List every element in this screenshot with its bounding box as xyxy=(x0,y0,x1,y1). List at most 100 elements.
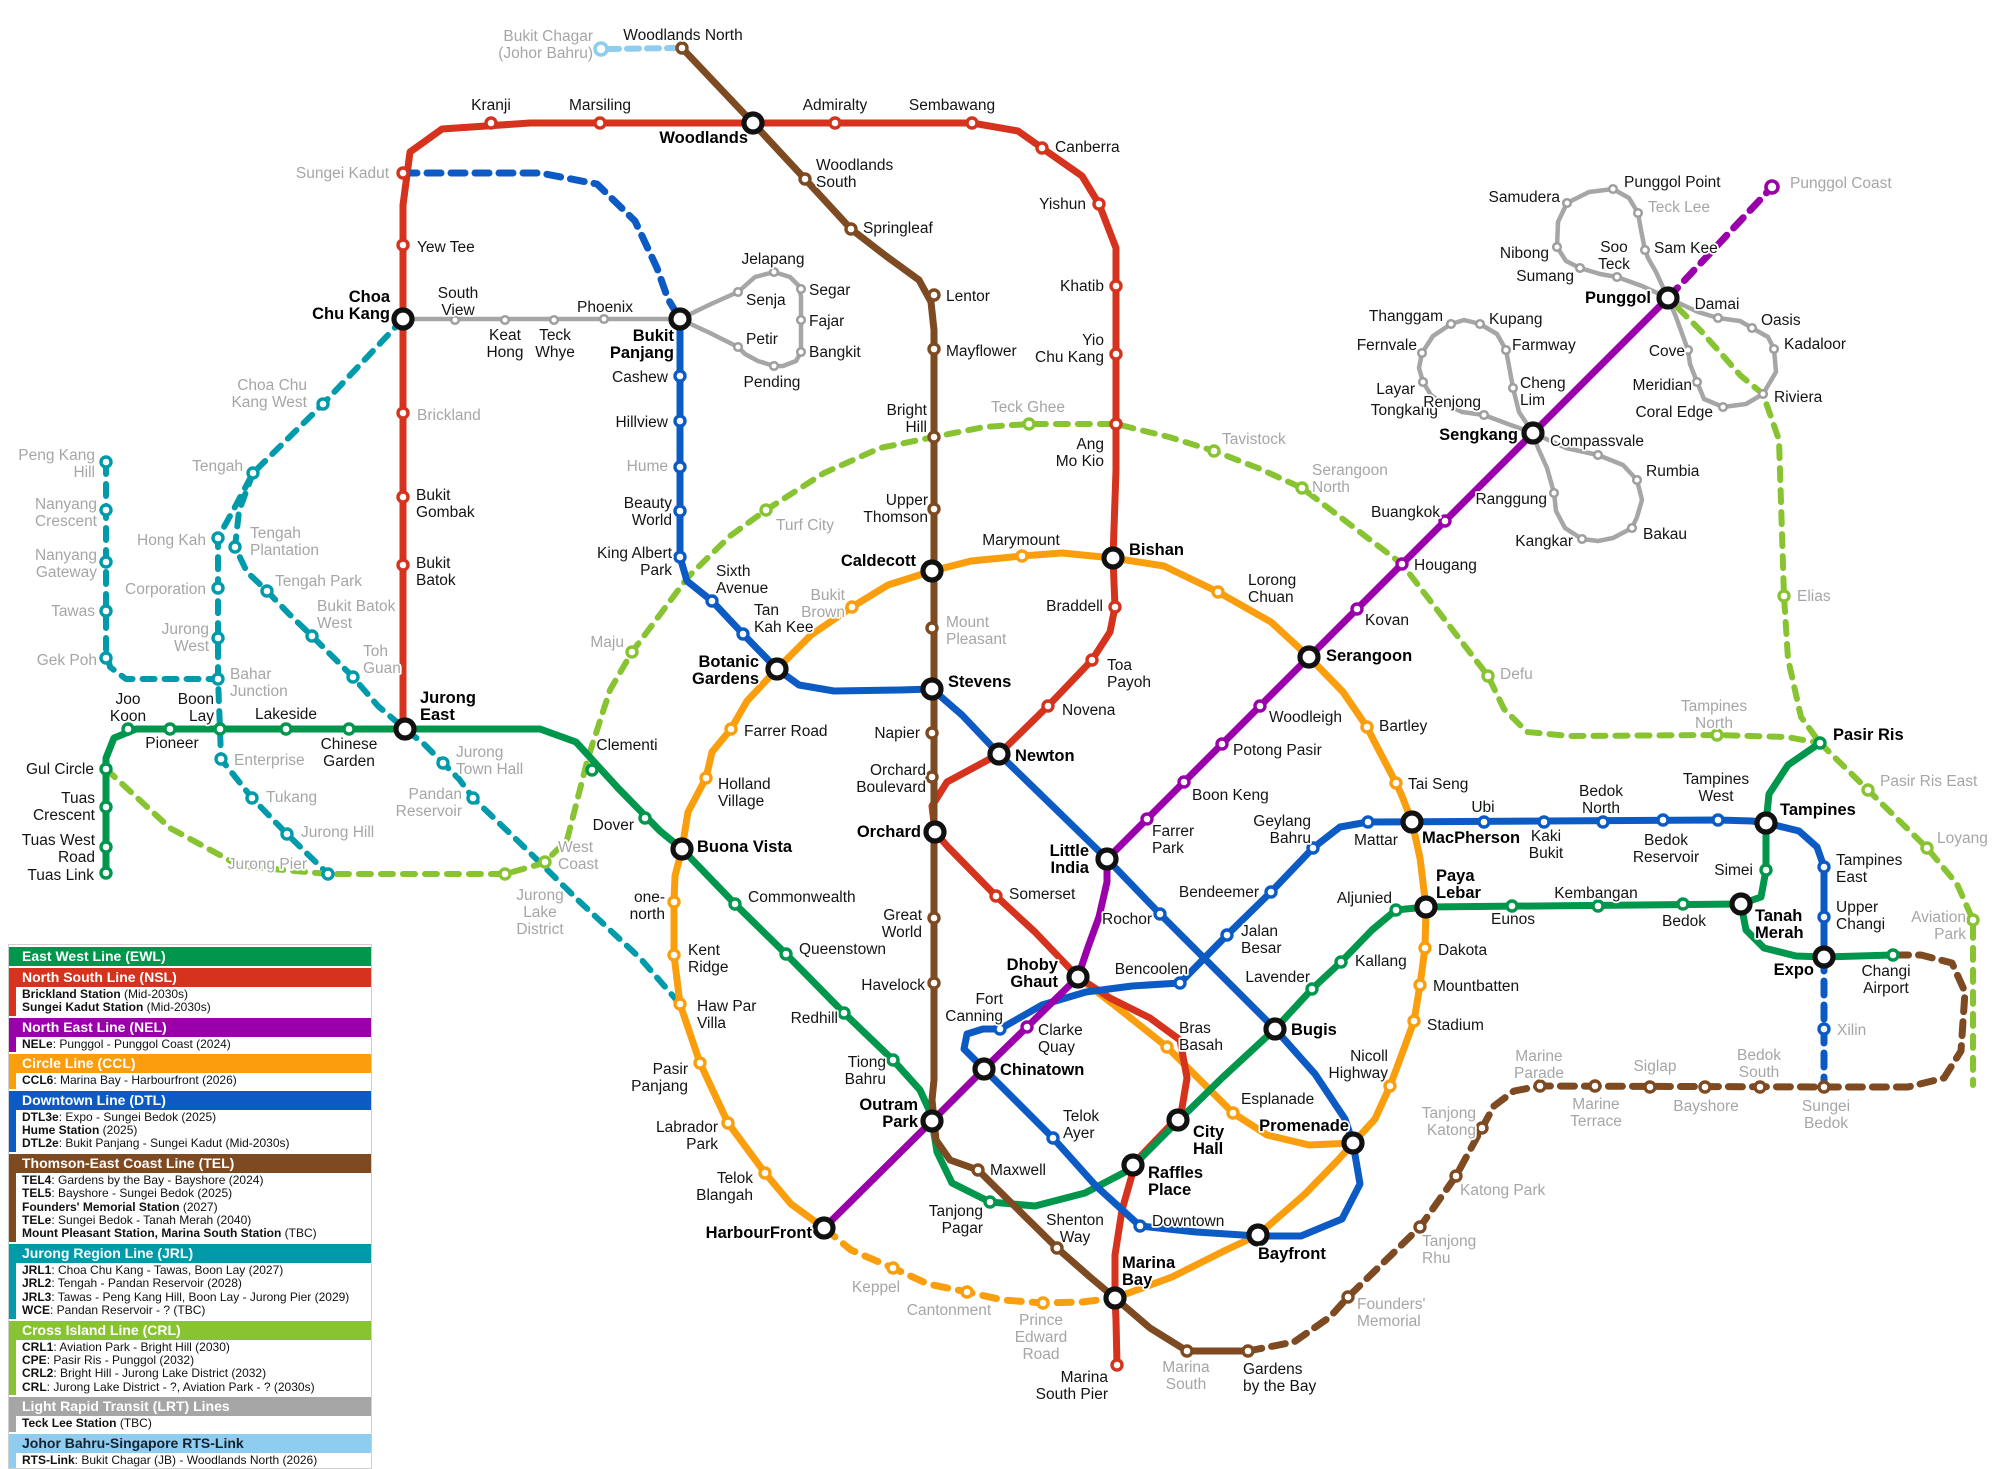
station-chinese-garden xyxy=(342,722,356,736)
label-redhill: Redhill xyxy=(791,1010,838,1027)
station-kent-ridge xyxy=(667,948,681,962)
label-hong-kah: Hong Kah xyxy=(137,532,206,549)
station-turf-city xyxy=(759,503,773,517)
label-stevens: Stevens xyxy=(948,673,1011,691)
label-renjong: Renjong xyxy=(1423,394,1481,411)
station-canberra xyxy=(1035,141,1049,155)
label-elias: Elias xyxy=(1797,588,1831,605)
station-yew-tee xyxy=(396,238,410,252)
station-toa-payoh xyxy=(1085,653,1099,667)
legend-item: Brickland Station (Mid-2030s) xyxy=(22,987,189,1001)
station-changi-airport xyxy=(1886,948,1900,962)
legend-item: WCE: Pandan Reservoir - ? (TBC) xyxy=(22,1303,206,1318)
label-rochor: Rochor xyxy=(1102,911,1152,928)
station-kangkar xyxy=(1576,533,1588,545)
station-bahar-junction xyxy=(211,672,225,686)
station-siglap xyxy=(1643,1080,1657,1094)
station-fernvale xyxy=(1416,347,1428,359)
station-kranji xyxy=(484,116,498,130)
station-fort-canning xyxy=(993,1022,1007,1036)
label-fernvale: Fernvale xyxy=(1357,337,1417,354)
station-clementi xyxy=(585,763,599,777)
station-choa-chu-kang xyxy=(391,307,415,331)
station-tampines-east xyxy=(1817,860,1831,874)
station-queenstown xyxy=(779,947,793,961)
label-one-north: one-north xyxy=(630,889,665,923)
label-sam-kee: Sam Kee xyxy=(1654,240,1718,257)
station-bukit-brown xyxy=(845,600,859,614)
legend-items-johor-bahru-singapore-rts-link: RTS-Link: Bukit Chagar (JB) - Woodlands … xyxy=(9,1452,371,1468)
station-bugis xyxy=(1263,1017,1287,1041)
legend-item: TEL4: Gardens by the Bay - Bayshore (202… xyxy=(22,1172,264,1187)
station-stadium xyxy=(1407,1014,1421,1028)
station-teck-ghee xyxy=(1022,417,1036,431)
station-cheng-lim xyxy=(1507,382,1519,394)
station-corporation xyxy=(211,581,225,595)
legend-item: DTL3e: Expo - Sungei Bedok (2025) xyxy=(22,1109,217,1124)
label-layar: Layar xyxy=(1376,381,1415,398)
label-oasis: Oasis xyxy=(1761,312,1801,329)
station-marsiling xyxy=(593,116,607,130)
station-xilin xyxy=(1817,1022,1831,1036)
legend-header-circle-line-ccl: Circle Line (CCL) xyxy=(9,1054,371,1074)
label-serangoon: Serangoon xyxy=(1326,647,1412,665)
legend-items-north-east-line-nel: NELe: Punggol - Punggol Coast (2024) xyxy=(9,1036,371,1053)
label-springleaf: Springleaf xyxy=(863,220,933,237)
station-kaki-bukit xyxy=(1537,815,1551,829)
station-geylang-bahru xyxy=(1306,841,1320,855)
label-sembawang: Sembawang xyxy=(909,97,995,114)
station-toh-guan xyxy=(346,670,360,684)
legend-item: CRL2: Bright Hill - Jurong Lake District… xyxy=(22,1366,267,1381)
station-havelock xyxy=(927,976,941,990)
station-lavender xyxy=(1305,982,1319,996)
station-ang-mo-kio xyxy=(1109,417,1123,431)
label-damai: Damai xyxy=(1695,296,1740,313)
station-tanjong-pagar xyxy=(983,1195,997,1209)
station-pandan-reservoir xyxy=(466,791,480,805)
station-bakau xyxy=(1626,522,1638,534)
legend-header-north-south-line-nsl: North South Line (NSL) xyxy=(9,968,371,987)
station-sembawang xyxy=(965,116,979,130)
legend-header-thomson-east-coast-line-tel: Thomson-East Coast Line (TEL) xyxy=(9,1153,371,1173)
label-jurong-hill: Jurong Hill xyxy=(301,824,374,841)
station-tuas-west-road xyxy=(99,840,113,854)
label-kadaloor: Kadaloor xyxy=(1784,336,1846,353)
line-tel-main xyxy=(678,44,1252,1355)
station-raffles-place xyxy=(1121,1153,1145,1177)
label-kupang: Kupang xyxy=(1489,311,1542,328)
label-lakeside: Lakeside xyxy=(255,706,317,723)
station-bukit-chagar-johor-bahru xyxy=(593,41,609,57)
label-loyang: Loyang xyxy=(1937,830,1988,847)
label-bangkit: Bangkit xyxy=(809,344,861,361)
station-fajar xyxy=(795,314,807,326)
legend-item: Sungei Kadut Station (Mid-2030s) xyxy=(22,1000,211,1015)
station-bayfront xyxy=(1246,1223,1270,1247)
label-brickland: Brickland xyxy=(417,407,481,424)
label-commonwealth: Commonwealth xyxy=(748,889,856,906)
station-outram-park xyxy=(920,1109,944,1133)
station-jurong-east xyxy=(393,717,417,741)
legend-item: CRL: Jurong Lake District - ?, Aviation … xyxy=(22,1379,315,1394)
